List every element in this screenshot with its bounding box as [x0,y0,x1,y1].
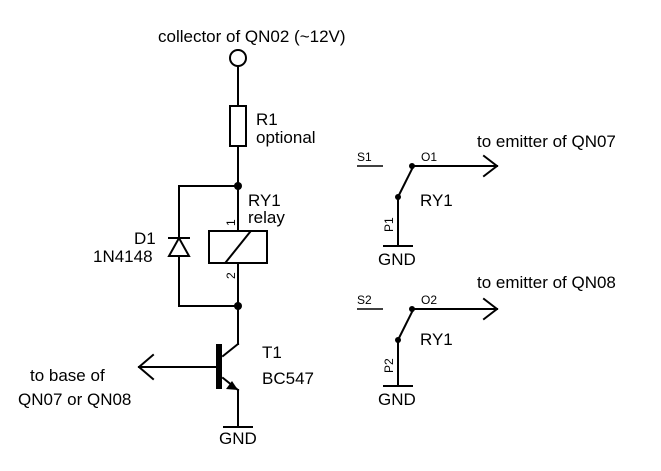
switch-1-ref-label: RY1 [420,191,453,210]
o1-target-label: to emitter of QN07 [477,132,616,151]
transistor-base-bar [216,344,222,389]
o2-arrow-icon [482,297,499,321]
supply-label: collector of QN02 (~12V) [158,27,346,46]
base-arrow-icon [137,353,155,381]
switch-2-blade [396,308,415,342]
o1-arrow-icon [482,154,499,178]
transistor-collector [221,342,240,358]
p2-label: P2 [382,358,396,373]
r1-note-label: optional [256,128,316,147]
gnd-label: GND [219,429,257,448]
r1-ref-label: R1 [256,110,278,129]
diode-ref-label: D1 [134,229,156,248]
transistor-emitter-arrow [226,381,238,390]
supply-terminal [229,49,247,67]
switch-1-gnd-label: GND [378,250,416,269]
diode-part-label: 1N4148 [93,247,153,266]
switch-2-gnd-label: GND [378,390,416,409]
base-label-line2: QN07 or QN08 [18,390,131,409]
transistor-ref-label: T1 [262,343,282,362]
p1-label: P1 [382,217,396,232]
o2-label: O2 [421,293,437,307]
relay-ref-label: RY1 [248,191,281,210]
transistor-part-label: BC547 [262,369,314,388]
diode-body [167,235,191,257]
relay-pin-2-label: 2 [224,272,238,279]
o1-label: O1 [421,150,437,164]
switch-2-ref-label: RY1 [420,330,453,349]
resistor-r1 [229,105,247,147]
base-label-line1: to base of [30,366,105,385]
o2-target-label: to emitter of QN08 [477,273,616,292]
relay-type-label: relay [248,208,285,227]
s2-label: S2 [357,293,372,307]
switch-1-blade [396,165,415,199]
s1-label: S1 [357,150,372,164]
relay-coil-diagonal [224,230,252,264]
relay-pin-1-label: 1 [224,219,238,226]
